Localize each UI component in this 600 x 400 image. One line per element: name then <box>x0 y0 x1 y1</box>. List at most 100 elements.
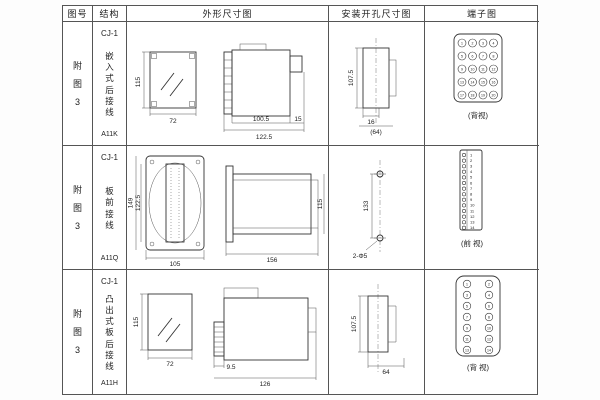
terminal-circle <box>462 312 472 322</box>
terminal-number: 2 <box>488 282 490 286</box>
dim-row1-mount-height: 107.5 <box>348 69 355 86</box>
terminal-circle <box>461 219 466 224</box>
row2-mounting-view: 133 2-Φ5 <box>352 159 386 260</box>
terminal-number: 10 <box>470 202 475 207</box>
terminal-caption-a11q: (前 视) <box>461 238 484 248</box>
row3-code: A11H <box>101 379 118 387</box>
terminal-circle <box>461 169 466 174</box>
row3-side-view: 9.5 126 <box>213 287 316 388</box>
terminal-circle <box>462 323 472 333</box>
terminal-number: 3 <box>482 41 484 45</box>
terminal-circle <box>462 334 472 344</box>
terminal-circle <box>457 90 467 99</box>
row2-outline-cell: 149 122.5 105 156 <box>127 146 329 270</box>
terminal-number: 10 <box>487 326 491 330</box>
terminal-number: 12 <box>492 67 496 71</box>
terminal-circle <box>489 77 498 86</box>
header-fig-no: 图号 <box>63 6 93 22</box>
row3-model: CJ-1 <box>101 277 118 286</box>
terminal-number: 1 <box>470 152 473 157</box>
terminal-circle <box>484 301 494 311</box>
terminal-circle <box>468 64 477 73</box>
dim-row3-mount-width: 64 <box>382 369 390 376</box>
row1-outline-cell: 115 72 <box>127 22 329 146</box>
terminal-circle <box>461 197 466 202</box>
terminal-number: 13 <box>470 219 475 224</box>
terminal-number: 3 <box>466 293 468 297</box>
terminal-number: 8 <box>488 315 490 319</box>
terminal-circle <box>461 180 466 185</box>
dim-row3-height: 115 <box>133 316 140 327</box>
terminal-circle <box>489 38 498 47</box>
terminal-circle <box>484 323 494 333</box>
terminal-number: 6 <box>488 304 490 308</box>
terminal-circle <box>489 51 498 60</box>
row2-structure: CJ-1 板前接线 A11Q <box>93 146 127 270</box>
terminal-circle <box>461 202 466 207</box>
terminal-number: 19 <box>481 93 485 97</box>
terminal-number: 4 <box>488 293 490 297</box>
dim-row1-body-length: 100.5 <box>252 116 269 123</box>
terminal-circle <box>461 225 466 230</box>
dim-row2-side-height: 115 <box>317 198 324 209</box>
outline-drawing-a11k: 115 72 <box>135 43 304 141</box>
terminal-number: 3 <box>470 163 473 168</box>
dim-row2-width: 105 <box>169 261 180 268</box>
terminal-circle <box>461 208 466 213</box>
terminal-circle <box>457 77 467 86</box>
terminal-number: 7 <box>470 185 473 190</box>
terminal-circle <box>484 312 494 322</box>
header-terminal: 端子图 <box>425 6 539 22</box>
terminal-number: 7 <box>482 54 484 58</box>
terminal-circle <box>489 64 498 73</box>
header-structure: 结构 <box>93 6 127 22</box>
row2-structure-text: 板前接线 <box>105 186 114 230</box>
dimension-table: 图号 结构 外形尺寸图 安装开孔尺寸图 端子图 附图3 CJ-1 嵌入式后接线 … <box>62 5 539 395</box>
terminal-number: 8 <box>493 54 495 58</box>
terminal-number: 5 <box>470 174 473 179</box>
mounting-drawing-a11h: 107.5 64 <box>351 284 404 376</box>
terminal-circle <box>461 163 466 168</box>
terminal-circle <box>462 279 472 289</box>
terminal-circle <box>468 77 477 86</box>
terminal-circle <box>462 290 472 300</box>
outline-drawing-a11h: 115 72 <box>133 287 316 388</box>
terminal-circle <box>478 77 488 86</box>
row3-structure: CJ-1 凸出式板后接线 A11H <box>93 270 127 394</box>
header-outline: 外形尺寸图 <box>127 6 329 22</box>
terminal-circle <box>478 64 488 73</box>
terminal-number: 6 <box>470 180 473 185</box>
terminal-number: 8 <box>470 191 473 196</box>
terminal-number: 13 <box>465 348 469 352</box>
terminal-number: 11 <box>481 67 485 71</box>
terminal-number: 14 <box>470 225 475 230</box>
row1-fig-no: 附图3 <box>63 22 93 146</box>
row1-model: CJ-1 <box>101 29 118 38</box>
header-fig-no-label: 图号 <box>67 9 88 19</box>
row3-structure-text: 凸出式板后接线 <box>105 294 114 371</box>
dim-row1-tab: 15 <box>294 116 302 123</box>
terminal-circle <box>478 51 488 60</box>
terminal-number: 14 <box>487 348 491 352</box>
terminal-number: 10 <box>471 67 475 71</box>
row2-fig-no: 附图3 <box>63 146 93 270</box>
dim-row1-total-length: 122.5 <box>255 134 272 141</box>
terminal-number: 11 <box>465 337 469 341</box>
row1-mounting-view: 107.5 16 (64) <box>348 37 396 136</box>
terminal-number: 6 <box>472 54 474 58</box>
terminal-number: 1 <box>461 41 463 45</box>
terminal-circle <box>484 334 494 344</box>
header-mounting-label: 安装开孔尺寸图 <box>341 9 412 19</box>
terminal-circle <box>461 214 466 219</box>
terminal-number: 17 <box>460 93 464 97</box>
dim-row1-mount-span: (64) <box>370 129 382 136</box>
row2-side-view: 156 115 <box>225 165 324 264</box>
terminal-circle <box>461 158 466 163</box>
dim-row3-mount-height: 107.5 <box>351 315 358 332</box>
terminal-number: 4 <box>493 41 495 45</box>
